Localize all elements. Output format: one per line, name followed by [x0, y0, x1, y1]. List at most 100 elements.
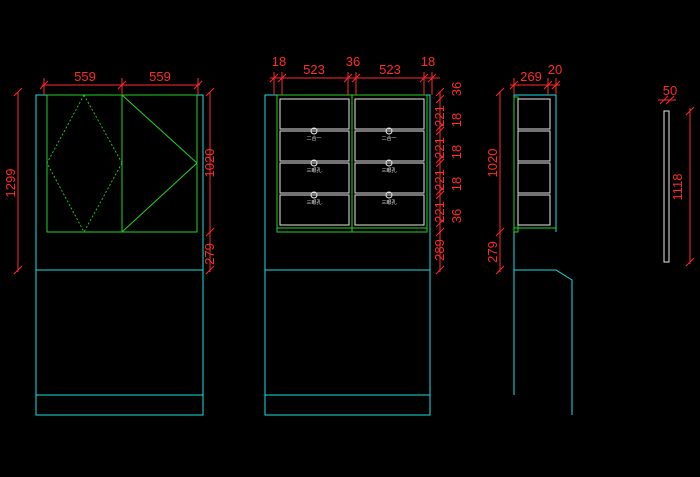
- dim-tick: [277, 73, 287, 83]
- side-depth-dim: 269: [520, 69, 542, 84]
- side-profile-outline: [513, 95, 573, 415]
- socket-symbol: [310, 191, 318, 199]
- interior-drawer-view: 二合一 二合一 三眼孔 三眼孔 三眼孔 三眼孔 18 523 36 523 18: [264, 54, 464, 416]
- side-drawer: [517, 162, 551, 194]
- drawer-label: 三眼孔: [306, 199, 321, 206]
- front-height-upper-dim: 1020: [202, 149, 217, 178]
- interior-height-dim: 221: [432, 169, 447, 191]
- dim-tick: [13, 87, 23, 97]
- dim-tick: [269, 73, 279, 83]
- dim-tick: [435, 186, 445, 196]
- panel-width-dim: 50: [663, 83, 677, 98]
- side-section-view: 269 20 1020 279: [485, 62, 573, 415]
- dim-tick: [435, 126, 445, 136]
- side-height-upper-dim: 1020: [485, 149, 500, 178]
- drawer: [354, 162, 425, 194]
- right-door-swing-upper: [121, 94, 198, 164]
- right-door-swing-lower: [121, 162, 198, 233]
- drawer: [354, 130, 425, 162]
- drawer: [279, 162, 350, 194]
- dim-tick: [685, 106, 695, 116]
- side-drawer: [517, 194, 551, 226]
- socket-symbol: [310, 159, 318, 167]
- dim-tick: [205, 227, 215, 237]
- interior-cabinet-outline: [264, 94, 431, 416]
- interior-width-dim: 36: [346, 54, 360, 69]
- left-door-swing-inner-a: [83, 94, 123, 164]
- interior-height-dim: 36: [449, 209, 464, 223]
- dim-tick: [205, 265, 215, 275]
- dim-tick: [435, 154, 445, 164]
- drawer: [354, 98, 425, 130]
- dim-tick: [495, 87, 505, 97]
- drawer: [279, 98, 350, 130]
- dim-tick: [435, 218, 445, 228]
- dim-tick: [435, 190, 445, 200]
- dim-tick: [685, 257, 695, 267]
- dim-tick: [351, 73, 361, 83]
- interior-height-dim: 18: [449, 177, 464, 191]
- dim-tick: [509, 80, 519, 90]
- panel-height-dim: 1118: [670, 174, 685, 201]
- interior-height-dim: 289: [432, 239, 447, 261]
- interior-height-dim: 221: [432, 137, 447, 159]
- dim-tick: [343, 73, 353, 83]
- dim-tick: [665, 95, 675, 105]
- left-door-swing-inner-b: [83, 162, 123, 233]
- dim-tick: [39, 80, 49, 90]
- side-drawer: [517, 98, 551, 130]
- interior-height-dim: 18: [449, 113, 464, 127]
- side-back-dim: 20: [548, 62, 562, 77]
- drawer: [354, 194, 425, 226]
- dim-tick: [117, 80, 127, 90]
- interior-height-dim: 221: [432, 105, 447, 127]
- side-height-lower-dim: 279: [485, 241, 500, 263]
- dim-tick: [543, 80, 553, 90]
- dim-tick: [495, 227, 505, 237]
- dim-tick: [435, 265, 445, 275]
- drawer-label: 二合一: [381, 135, 396, 142]
- panel-outline: [663, 110, 670, 263]
- dim-tick: [193, 80, 203, 90]
- interior-height-dim: 36: [449, 82, 464, 96]
- dim-tick: [205, 87, 215, 97]
- side-front-panel: [513, 96, 519, 233]
- interior-width-dim: 523: [379, 62, 401, 77]
- drawer-label: 三眼孔: [381, 199, 396, 206]
- dim-tick: [495, 265, 505, 275]
- drawer-label: 三眼孔: [381, 167, 396, 174]
- dim-tick: [435, 122, 445, 132]
- front-height-total-dim: 1299: [3, 169, 18, 198]
- socket-symbol: [310, 127, 318, 135]
- dim-tick: [419, 73, 429, 83]
- socket-symbol: [385, 191, 393, 199]
- drawer-label: 三眼孔: [306, 167, 321, 174]
- dim-tick: [551, 80, 561, 90]
- socket-symbol: [385, 159, 393, 167]
- socket-symbol: [385, 127, 393, 135]
- dim-tick: [659, 95, 669, 105]
- side-drawer: [517, 130, 551, 162]
- dim-tick: [427, 73, 437, 83]
- dim-tick: [435, 94, 445, 104]
- drawer: [279, 194, 350, 226]
- interior-height-dim: 221: [432, 201, 447, 223]
- front-width-left-dim: 559: [74, 69, 96, 84]
- dim-tick: [13, 265, 23, 275]
- panel-view: 50 1118: [658, 83, 695, 267]
- dim-tick: [435, 227, 445, 237]
- front-width-right-dim: 559: [149, 69, 171, 84]
- interior-height-dim: 18: [449, 145, 464, 159]
- dim-tick: [435, 158, 445, 168]
- drawer-label: 二合一: [306, 135, 321, 142]
- drawer: [279, 130, 350, 162]
- front-cabinet-outline: [35, 94, 204, 416]
- interior-width-dim: 523: [303, 62, 325, 77]
- front-elevation-view: 559 559 1299 1020 279: [3, 69, 217, 416]
- interior-width-dim: 18: [272, 54, 286, 69]
- interior-width-dim: 18: [421, 54, 435, 69]
- left-door-swing-mark: [46, 94, 85, 233]
- front-height-lower-dim: 279: [202, 243, 217, 265]
- dim-tick: [435, 87, 445, 97]
